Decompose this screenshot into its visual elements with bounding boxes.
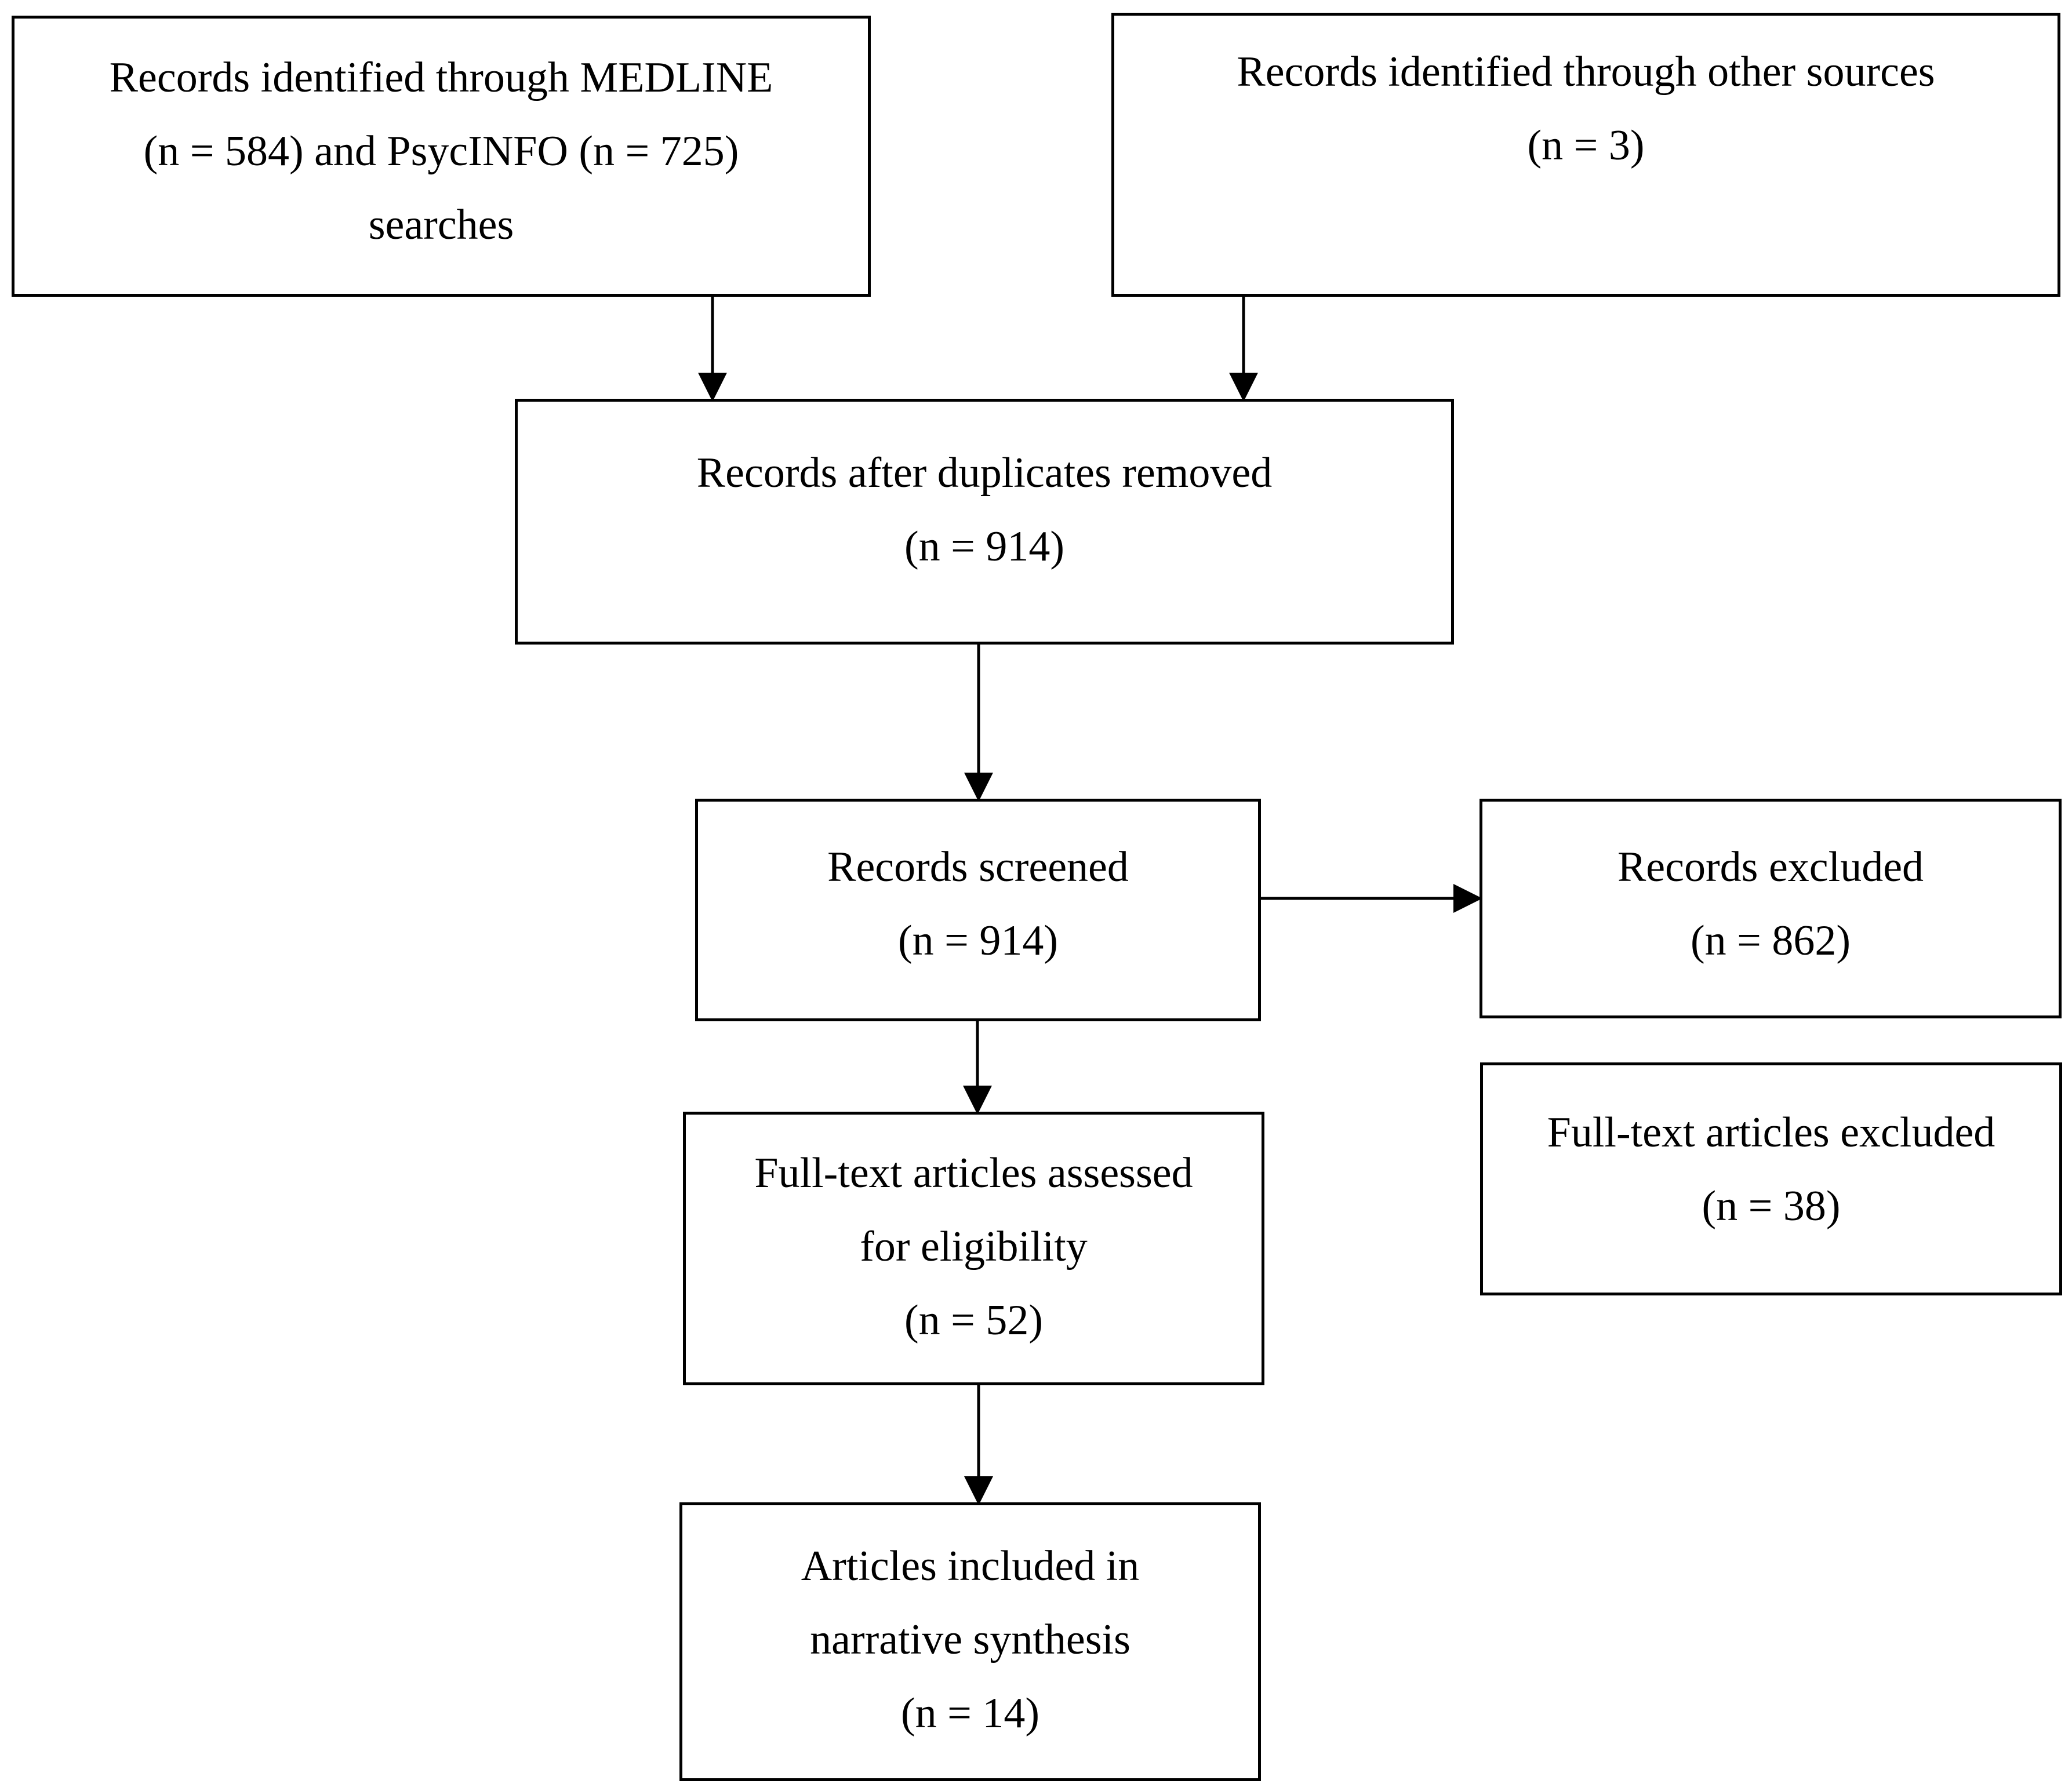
- box-line: (n = 584) and PsycINFO (n = 725): [143, 128, 739, 175]
- box-line: for eligibility: [860, 1223, 1088, 1271]
- box-line: Records excluded: [1617, 843, 1924, 891]
- box-line: Full-text articles assessed: [754, 1149, 1193, 1197]
- box-line: (n = 14): [900, 1690, 1040, 1737]
- box-line: (n = 3): [1527, 122, 1645, 169]
- box-line: (n = 862): [1690, 917, 1851, 964]
- box-line: Full-text articles excluded: [1547, 1109, 1995, 1156]
- records-excluded-box: Records excluded (n = 862): [1480, 799, 2062, 1018]
- box-line: (n = 914): [897, 917, 1059, 964]
- articles-included-box: Articles included in narrative synthesis…: [679, 1502, 1261, 1781]
- box-line: narrative synthesis: [810, 1616, 1130, 1663]
- box-line: Articles included in: [801, 1542, 1140, 1590]
- box-line: (n = 914): [904, 523, 1065, 570]
- box-line: Records identified through MEDLINE: [109, 54, 773, 101]
- box-line: (n = 38): [1702, 1182, 1841, 1230]
- box-line: Records after duplicates removed: [696, 449, 1273, 497]
- fulltext-excluded-box: Full-text articles excluded (n = 38): [1480, 1062, 2062, 1295]
- box-line: searches: [368, 201, 514, 249]
- fulltext-assessed-box: Full-text articles assessed for eligibil…: [683, 1112, 1264, 1385]
- box-line: (n = 52): [904, 1297, 1044, 1344]
- records-identified-other-box: Records identified through other sources…: [1111, 13, 2060, 297]
- records-screened-box: Records screened (n = 914): [695, 799, 1261, 1021]
- box-line: Records identified through other sources: [1237, 48, 1935, 96]
- box-line: Records screened: [827, 843, 1129, 891]
- records-after-duplicates-box: Records after duplicates removed (n = 91…: [515, 399, 1454, 645]
- records-identified-databases-box: Records identified through MEDLINE (n = …: [12, 16, 871, 297]
